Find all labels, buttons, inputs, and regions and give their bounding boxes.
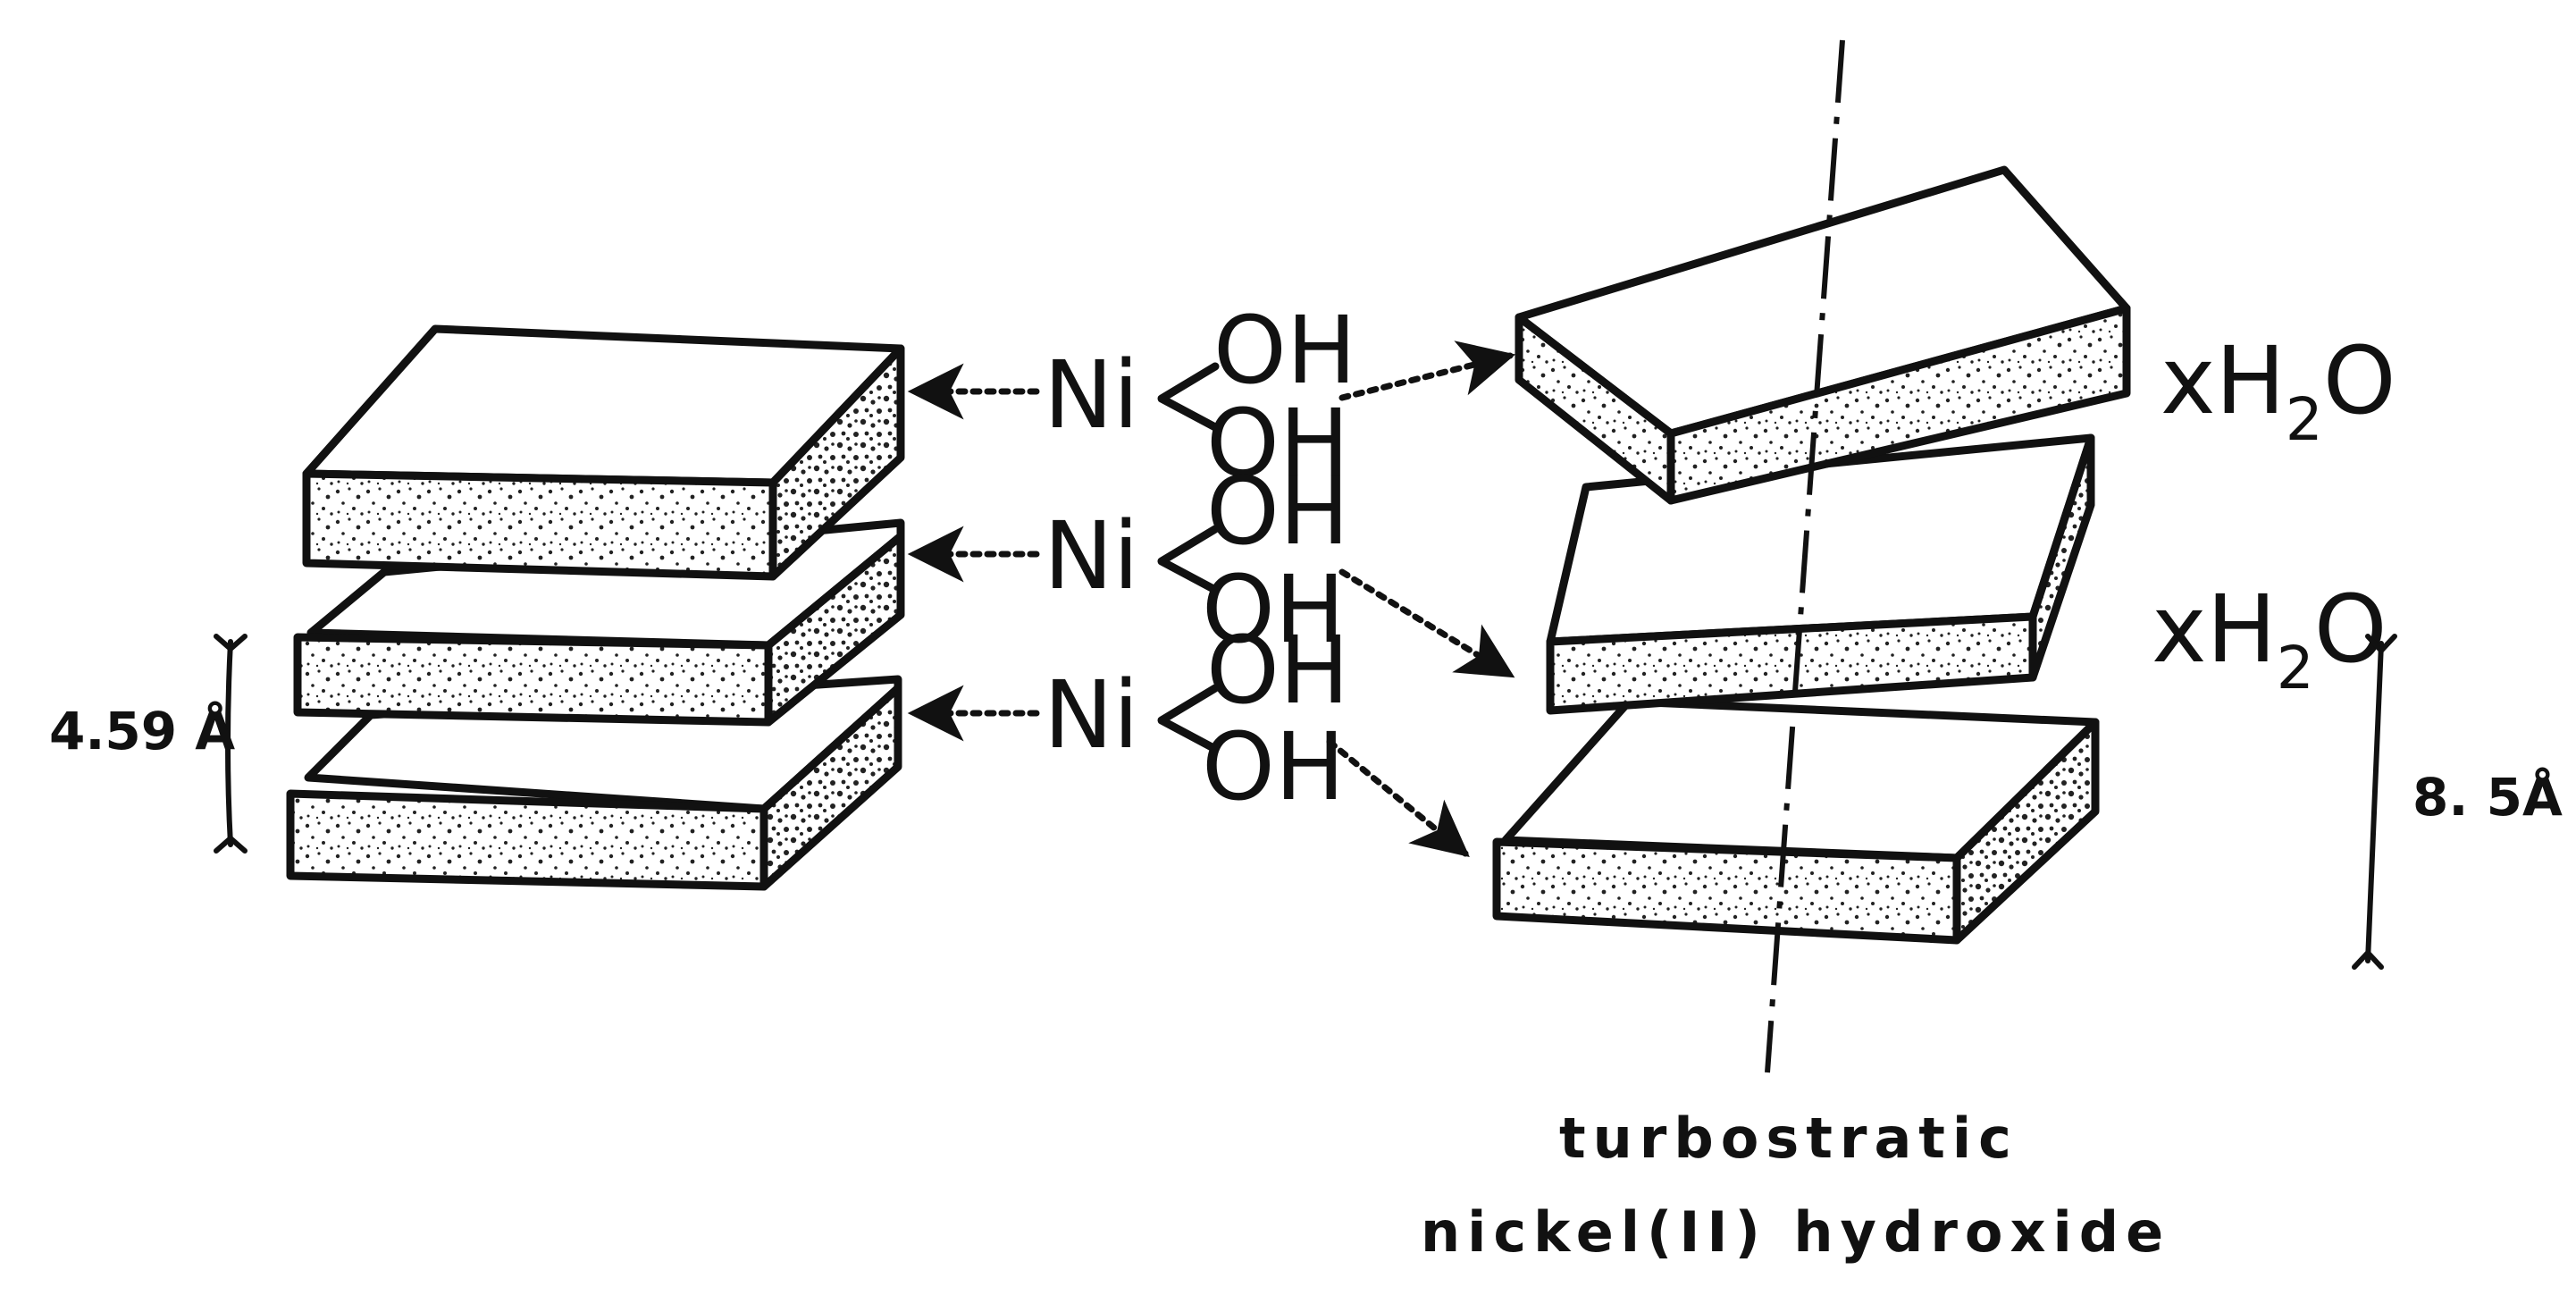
caption-line-2: nickel(II) hydroxide bbox=[1421, 1199, 2170, 1265]
bracket-symbol bbox=[1157, 684, 1220, 753]
water-label-top: xH2O bbox=[2161, 326, 2396, 454]
arrow-to-right-middle bbox=[1338, 568, 1515, 678]
oh-bottom-label: OH bbox=[1202, 555, 1345, 664]
oh-top-label: OH bbox=[1206, 616, 1349, 725]
right-slab-bottom bbox=[1492, 697, 2100, 945]
ni-label: Ni bbox=[1044, 501, 1139, 610]
caption-line-1: turbostratic bbox=[1559, 1106, 2018, 1171]
svg-text:xH2O: xH2O bbox=[2161, 326, 2396, 454]
water-suffix: O bbox=[2323, 326, 2396, 435]
water-subscript: 2 bbox=[2286, 385, 2323, 454]
svg-text:xH2O: xH2O bbox=[2152, 575, 2387, 702]
ni-label: Ni bbox=[1044, 660, 1139, 770]
ni-group-2: Ni OH OH bbox=[1044, 457, 1349, 664]
bracket-symbol bbox=[1157, 362, 1220, 432]
ni-group-3: Ni OH OH bbox=[1044, 616, 1349, 821]
oh-bottom-label: OH bbox=[1206, 389, 1349, 498]
bracket-symbol bbox=[1157, 525, 1220, 594]
ni-label: Ni bbox=[1044, 341, 1139, 450]
arrow-to-right-top bbox=[1338, 341, 1516, 401]
water-subscript: 2 bbox=[2277, 634, 2314, 702]
right-spacing-bar bbox=[2352, 634, 2397, 970]
water-prefix: xH bbox=[2152, 575, 2277, 684]
arrow-to-right-bottom bbox=[1326, 738, 1470, 858]
ni-group-1: Ni OH OH bbox=[1044, 296, 1356, 498]
right-slab-middle bbox=[1546, 433, 2095, 715]
right-spacing-label: 8. 5Å bbox=[2412, 766, 2563, 828]
left-slab-middle bbox=[293, 518, 905, 727]
water-prefix: xH bbox=[2161, 326, 2286, 435]
water-label-middle: xH2O bbox=[2152, 575, 2387, 702]
left-spacing-label: 4.59 Å bbox=[49, 700, 235, 761]
left-slab-top bbox=[302, 324, 905, 581]
oh-top-label: OH bbox=[1206, 457, 1349, 566]
left-spacing-bar bbox=[214, 634, 248, 854]
oh-top-label: OH bbox=[1213, 296, 1356, 405]
turbostratic-axis bbox=[1765, 39, 1845, 1073]
right-slab-top bbox=[1515, 165, 2131, 505]
water-suffix: O bbox=[2314, 575, 2387, 684]
oh-bottom-label: OH bbox=[1202, 712, 1345, 821]
